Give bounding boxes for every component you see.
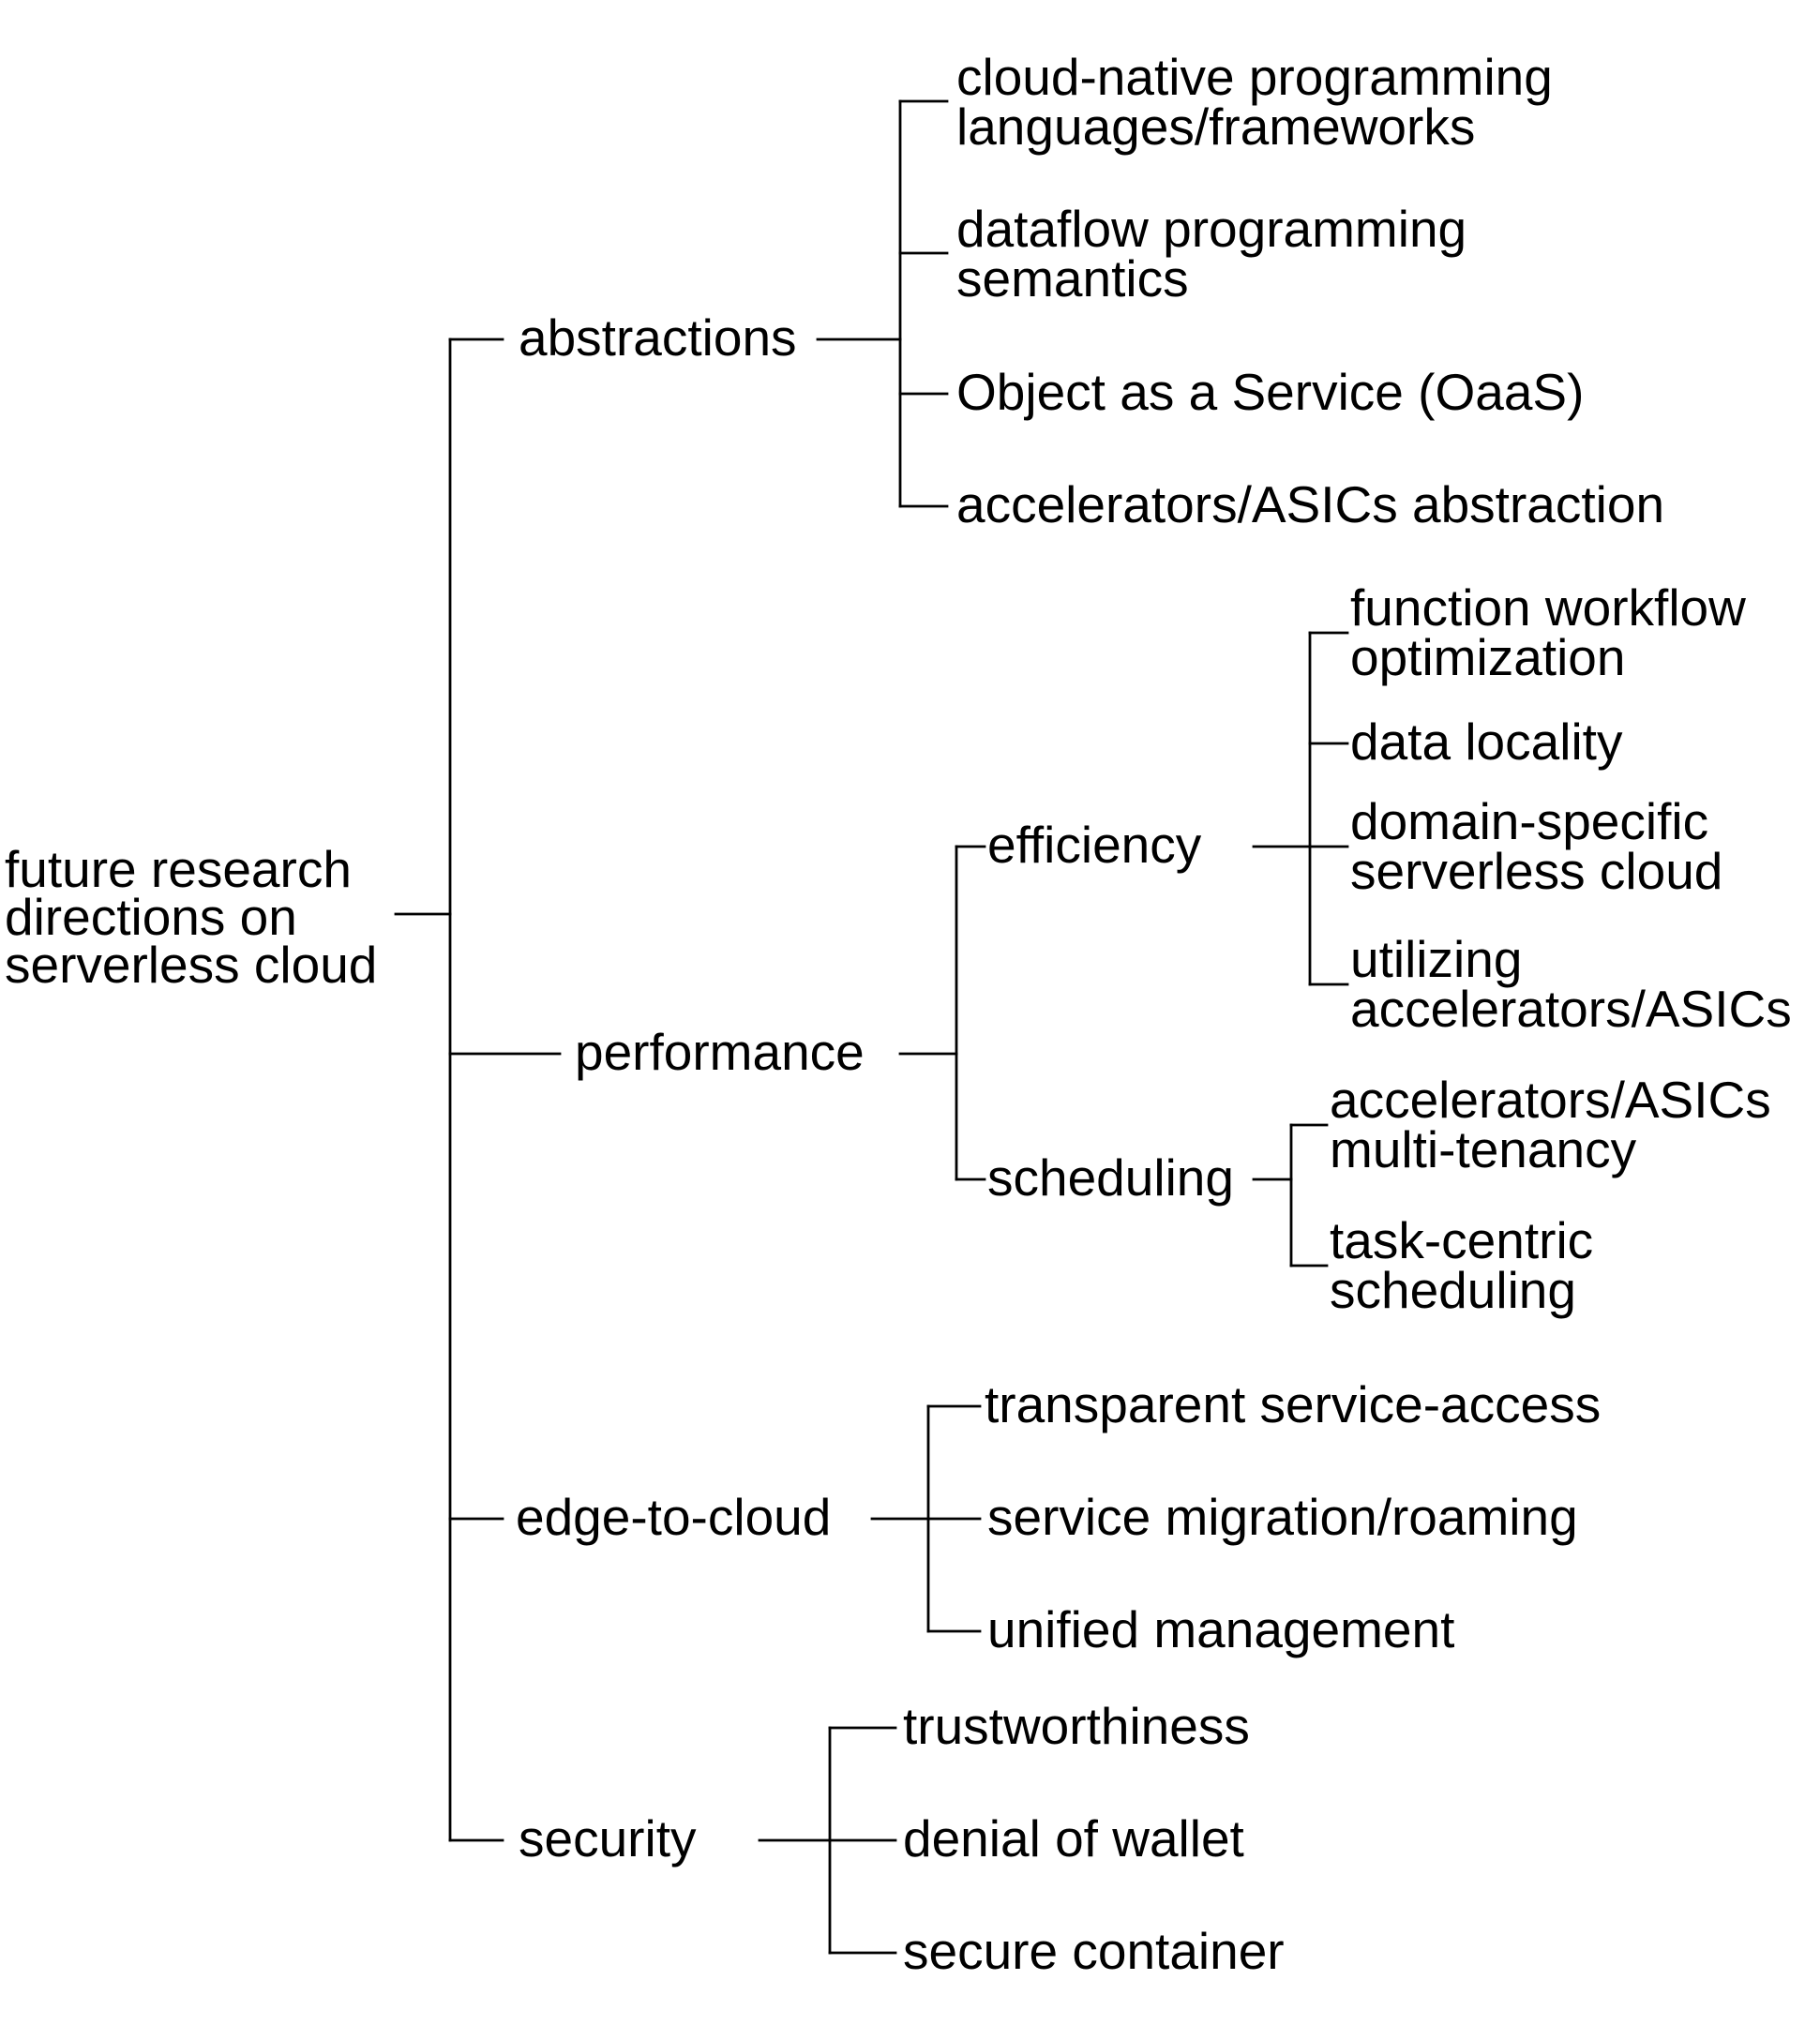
security-item-trustworthiness: trustworthiness bbox=[903, 1697, 1250, 1755]
label-line: dataflow programming bbox=[956, 200, 1467, 258]
root-label-line: directions on bbox=[5, 888, 297, 946]
label-line: scheduling bbox=[1330, 1261, 1576, 1319]
abstractions-item-accelerators-abstraction: accelerators/ASICs abstraction bbox=[956, 475, 1664, 533]
performance-scheduling-label: scheduling bbox=[987, 1148, 1234, 1207]
branch-security-label: security bbox=[519, 1809, 697, 1868]
branch-performance-label: performance bbox=[575, 1023, 865, 1081]
label-line: multi-tenancy bbox=[1330, 1120, 1637, 1178]
security-item-secure-container: secure container bbox=[903, 1922, 1285, 1980]
label-line: serverless cloud bbox=[1350, 842, 1722, 900]
label-line: accelerators/ASICs bbox=[1330, 1071, 1771, 1129]
scheduling-item-multi-tenancy: accelerators/ASICs multi-tenancy bbox=[1330, 1071, 1785, 1178]
label-line: semantics bbox=[956, 249, 1189, 308]
label-line: domain-specific bbox=[1350, 792, 1708, 850]
root-label: future research directions on serverless… bbox=[5, 840, 377, 994]
efficiency-item-utilizing-accelerators: utilizing accelerators/ASICs bbox=[1350, 930, 1792, 1038]
label-line: cloud-native programming bbox=[956, 48, 1553, 106]
abstractions-item-dataflow: dataflow programming semantics bbox=[956, 200, 1481, 308]
label-line: function workflow bbox=[1350, 578, 1746, 637]
root-label-line: future research bbox=[5, 840, 352, 898]
branch-abstractions-label: abstractions bbox=[519, 308, 797, 367]
label-line: optimization bbox=[1350, 628, 1625, 686]
scheduling-item-task-centric: task-centric scheduling bbox=[1330, 1211, 1607, 1319]
label-line: utilizing bbox=[1350, 930, 1522, 988]
efficiency-item-data-locality: data locality bbox=[1350, 712, 1623, 771]
tree-connectors bbox=[394, 99, 1349, 1955]
edge-item-service-migration: service migration/roaming bbox=[987, 1488, 1578, 1546]
label-line: accelerators/ASICs bbox=[1350, 980, 1792, 1038]
efficiency-item-domain-specific: domain-specific serverless cloud bbox=[1350, 792, 1722, 900]
branch-edge-to-cloud-label: edge-to-cloud bbox=[516, 1488, 831, 1546]
security-item-denial-of-wallet: denial of wallet bbox=[903, 1809, 1244, 1868]
edge-item-unified-management: unified management bbox=[987, 1600, 1454, 1658]
root-label-line: serverless cloud bbox=[5, 936, 377, 994]
performance-efficiency-label: efficiency bbox=[987, 816, 1202, 874]
abstractions-item-cloud-native: cloud-native programming languages/frame… bbox=[956, 48, 1567, 156]
abstractions-item-oaas: Object as a Service (OaaS) bbox=[956, 363, 1584, 421]
label-line: languages/frameworks bbox=[956, 98, 1475, 156]
efficiency-item-workflow-optimization: function workflow optimization bbox=[1350, 578, 1760, 686]
edge-item-transparent-access: transparent service-access bbox=[985, 1375, 1601, 1433]
label-line: task-centric bbox=[1330, 1211, 1593, 1269]
tree-labels: future research directions on serverless… bbox=[5, 48, 1792, 1980]
